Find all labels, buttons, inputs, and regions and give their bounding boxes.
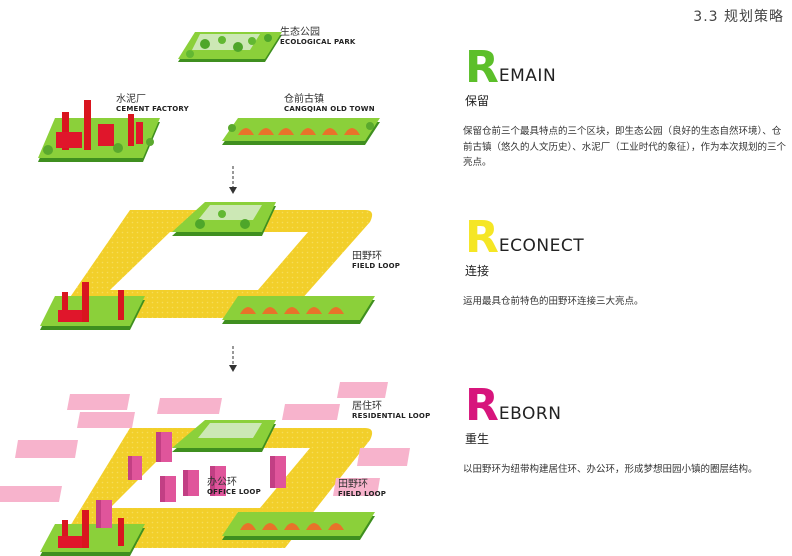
old-town-label: 仓前古镇 CANGQIAN OLD TOWN: [284, 94, 375, 113]
strategy-reconect: R ECONECT 连接: [465, 216, 584, 279]
strategy-remain: R EMAIN 保留: [465, 46, 556, 109]
old-town-platform: [222, 118, 380, 145]
residential-blocks: [0, 382, 410, 502]
reborn-big-letter: R: [465, 380, 499, 431]
eco-park-platform: [178, 32, 282, 62]
strategy-diagram: [0, 32, 410, 556]
reborn-description: 以田野环为纽带构建居住环、办公环，形成梦想田园小镇的圈层结构。: [463, 464, 758, 475]
cement-factory-platform: [38, 100, 160, 162]
reconect-heading: R ECONECT: [465, 216, 584, 260]
section-title: 3.3 规划策略: [693, 9, 784, 25]
remain-big-letter: R: [465, 42, 499, 93]
reconect-description: 运用最具仓前特色的田野环连接三大亮点。: [463, 296, 644, 307]
reconect-title: ECONECT: [498, 236, 585, 256]
field-loop-label: 田野环 FIELD LOOP: [352, 251, 401, 270]
cement-factory-label: 水泥厂 CEMENT FACTORY: [116, 94, 189, 113]
reborn-title: EBORN: [498, 404, 562, 424]
eco-park-label: 生态公园 ECOLOGICAL PARK: [280, 27, 356, 46]
reborn-stage3: [0, 382, 410, 556]
residential-loop-label: 居住环 RESIDENTIAL LOOP: [352, 401, 431, 420]
strategy-reborn: R EBORN 重生: [465, 384, 561, 447]
field-loop-stage2: [40, 202, 375, 330]
remain-description: 保留仓前三个最具特点的三个区块，即生态公园（良好的生态自然环境）、仓前古镇（悠久…: [463, 126, 787, 168]
reconect-big-letter: R: [465, 212, 499, 263]
reborn-heading: R EBORN: [465, 384, 561, 428]
remain-cn-title: 保留: [465, 94, 490, 108]
office-towers: [96, 432, 286, 528]
remain-title: EMAIN: [498, 66, 557, 86]
reborn-cn-title: 重生: [465, 432, 490, 446]
field-loop-label-2: 田野环 FIELD LOOP: [338, 479, 387, 498]
remain-heading: R EMAIN: [465, 46, 556, 90]
reconect-cn-title: 连接: [465, 264, 490, 278]
office-loop-label: 办公环 OFFICE LOOP: [207, 477, 261, 496]
